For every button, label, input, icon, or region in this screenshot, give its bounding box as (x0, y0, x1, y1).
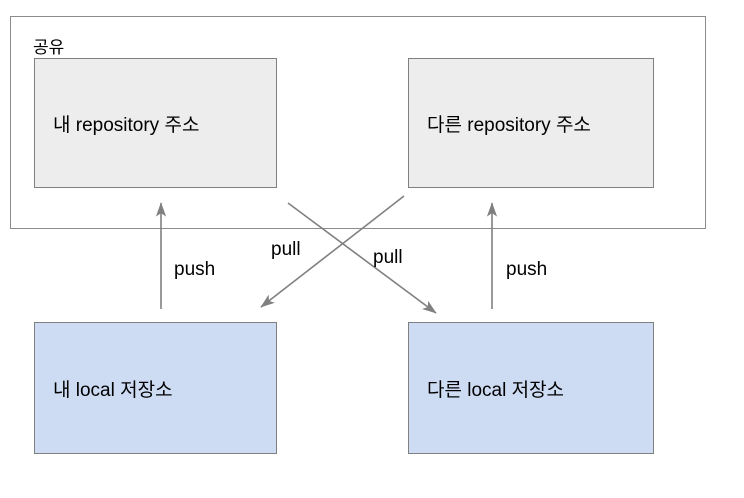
edge-label-push-right: push (506, 259, 548, 280)
node-other-repository[interactable]: 다른 repository 주소 (408, 58, 654, 188)
node-other-repository-label: 다른 repository 주소 (427, 114, 591, 136)
node-my-repository-label: 내 repository 주소 (53, 114, 200, 136)
node-my-repository[interactable]: 내 repository 주소 (34, 58, 277, 188)
node-my-local-store-label: 내 local 저장소 (53, 379, 173, 401)
shared-group-label: 공유 (33, 38, 65, 57)
edge-label-push-left: push (174, 259, 216, 280)
node-other-local-store[interactable]: 다른 local 저장소 (408, 322, 654, 454)
node-my-local-store[interactable]: 내 local 저장소 (34, 322, 277, 454)
edge-label-pull-left: pull (271, 239, 301, 260)
edge-label-pull-right: pull (373, 247, 403, 268)
node-other-local-store-label: 다른 local 저장소 (427, 379, 565, 401)
